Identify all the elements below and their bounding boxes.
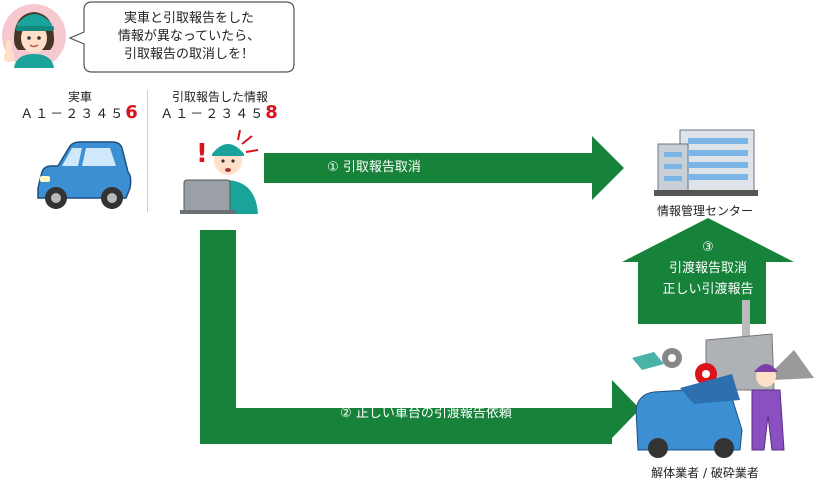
- speech-bubble: [68, 1, 295, 73]
- speech-bubble-text: 実車と引取報告をした 情報が異なっていたら、 引取報告の取消しを！: [86, 4, 292, 70]
- reported-info-code-prefix: Ａ１－２３４５: [160, 107, 266, 122]
- worker-purple-icon: [751, 364, 785, 451]
- arrow-2-label: 正しい車台の引渡報告依頼: [355, 406, 512, 421]
- woman-avatar: [4, 12, 54, 68]
- reported-info-code-digit: 8: [265, 102, 280, 123]
- arrow-1-label: 引取報告取消: [342, 160, 421, 175]
- arrow-1-text: ① 引取報告取消: [264, 156, 484, 175]
- arrow-2-text: ② 正しい車台の引渡報告依頼: [236, 402, 616, 421]
- reported-info-code: Ａ１－２３４５8: [155, 102, 285, 123]
- exclamation-icon: !: [196, 139, 208, 169]
- red-gear-icon: [695, 363, 717, 385]
- arrow-3-text: ③ 引渡報告取消 正しい引渡報告: [622, 237, 794, 300]
- worker-laptop-illustration: !: [180, 130, 259, 214]
- arrow-1-shape: [264, 136, 624, 200]
- arrow-2-number: ②: [340, 406, 352, 421]
- arrow-2-shape: [200, 230, 640, 444]
- speech-line: 実車と引取報告をした: [123, 11, 254, 26]
- actual-car-code-digit: 6: [125, 102, 140, 123]
- speech-line: 情報が異なっていたら、: [117, 29, 261, 44]
- chimney-icon: [742, 300, 750, 340]
- speech-line: 引取報告の取消しを！: [123, 47, 254, 62]
- scrap-pile-icon: [774, 350, 814, 380]
- damaged-car-icon: [635, 387, 743, 451]
- car-illustration: [37, 141, 132, 209]
- arrow-1-number: ①: [327, 160, 339, 175]
- info-center-label: 情報管理センター: [656, 204, 753, 218]
- reported-info-label: 引取報告した情報: [171, 90, 268, 104]
- gear-icon: [662, 348, 682, 368]
- arrow-3-shape: [622, 218, 794, 324]
- dismantler-illustration: [632, 300, 814, 458]
- alarm-lines-icon: [237, 130, 259, 153]
- actual-car-code-prefix: Ａ１－２３４５: [20, 107, 126, 122]
- building-icon: [654, 129, 758, 196]
- speaker-illustration: [2, 1, 295, 73]
- dismantler-label: 解体業者 / 破砕業者: [651, 466, 759, 480]
- actual-car-label: 実車: [67, 90, 92, 104]
- divider: [147, 90, 148, 212]
- arrow-3-number: ③: [702, 240, 714, 255]
- actual-car-code: Ａ１－２３４５6: [18, 102, 142, 123]
- arrow-3-line: 引渡報告取消: [668, 261, 747, 276]
- arrow-3-line: 正しい引渡報告: [662, 282, 754, 297]
- machine-arm-icon: [632, 352, 664, 370]
